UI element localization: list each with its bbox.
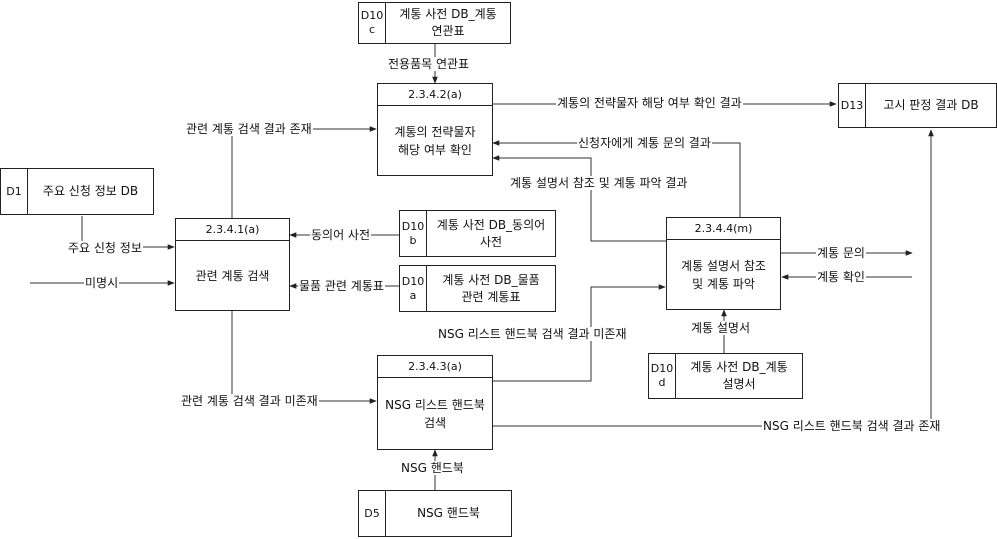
flow-ref-result-line	[492, 155, 666, 242]
datastore-name: 고시 판정 결과 DB	[883, 98, 979, 112]
flow-label-notfound: 관련 계통 검색 결과 미존재	[180, 394, 319, 408]
datastore-id: D10 b	[400, 211, 427, 256]
flow-label-nsg-notfound: NSG 리스트 핸드북 검색 결과 미존재	[437, 327, 628, 341]
flow-label-item-sys: 물품 관련 계통표	[298, 279, 385, 293]
flow-notfound-line	[231, 311, 377, 404]
process-name: 관련 계통 검색	[195, 268, 270, 283]
flow-label-synonym: 동의어 사전	[310, 228, 372, 242]
flow-label-main-info: 주요 신청 정보	[67, 241, 143, 255]
datastore-d10b: D10 b 계통 사전 DB_동의어 사전	[399, 210, 556, 257]
flow-label-found: 관련 계통 검색 결과 존재	[185, 122, 313, 136]
flow-label-desc: 계통 설명서	[690, 321, 752, 335]
datastore-id: D10 d	[649, 354, 676, 398]
datastore-name: 주요 신청 정보 DB	[42, 184, 139, 198]
flow-found-line	[231, 126, 377, 218]
process-id: 2.3.4.1(a)	[176, 219, 289, 241]
process-name: NSG 리스트 핸드북 검색	[385, 397, 485, 430]
process-2342: 2.3.4.2(a) 계통의 전략물자 해당 여부 확인	[377, 83, 493, 176]
datastore-id: D10 c	[359, 3, 386, 43]
flow-label-confirm: 계통 확인	[816, 270, 866, 284]
process-id: 2.3.4.4(m)	[667, 218, 780, 240]
datastore-id: D5	[359, 491, 386, 536]
datastore-id: D1	[1, 169, 28, 214]
process-id: 2.3.4.2(a)	[378, 84, 492, 106]
flow-label-strategic-result: 계통의 전략물자 해당 여부 확인 결과	[556, 96, 743, 110]
datastore-d13: D13 고시 판정 결과 DB	[838, 83, 997, 128]
process-2343: 2.3.4.3(a) NSG 리스트 핸드북 검색	[377, 355, 493, 450]
datastore-name: 계통 사전 DB_물품 관련 계통표	[442, 272, 540, 304]
flow-label-inquiry-result: 신청자에게 계통 문의 결과	[577, 136, 712, 150]
flow-label-ref-result: 계통 설명서 참조 및 계통 파악 결과	[509, 176, 689, 190]
datastore-d10d: D10 d 계통 사전 DB_계통 설명서	[648, 353, 803, 399]
datastore-d10c: D10 c 계통 사전 DB_계통 연관표	[358, 2, 511, 44]
process-name: 계통 설명서 참조 및 계통 파악	[681, 258, 766, 291]
datastore-d5: D5 NSG 핸드북	[358, 490, 512, 537]
datastore-d1: D1 주요 신청 정보 DB	[0, 168, 154, 215]
flow-label-handbook: NSG 핸드북	[400, 461, 465, 475]
datastore-name: NSG 핸드북	[417, 506, 480, 520]
datastore-id: D13	[839, 84, 866, 127]
datastore-d10a: D10 a 계통 사전 DB_물품 관련 계통표	[399, 265, 556, 312]
flow-label-unnamed: 미명시	[84, 276, 120, 290]
datastore-name: 계통 사전 DB_계통 연관표	[399, 7, 497, 38]
flow-label-inquiry: 계통 문의	[816, 246, 866, 260]
datastore-id: D10 a	[400, 266, 427, 311]
process-id: 2.3.4.3(a)	[378, 356, 492, 378]
datastore-name: 계통 사전 DB_계통 설명서	[690, 360, 788, 391]
flow-inquiry-result-line	[492, 140, 741, 217]
process-name: 계통의 전략물자 해당 여부 확인	[394, 124, 476, 157]
process-2341: 2.3.4.1(a) 관련 계통 검색	[175, 218, 290, 311]
flow-label-assoc: 전용품목 연관표	[387, 57, 471, 71]
flow-label-nsg-found: NSG 리스트 핸드북 검색 결과 존재	[762, 419, 942, 433]
datastore-name: 계통 사전 DB_동의어 사전	[436, 217, 546, 249]
process-2344: 2.3.4.4(m) 계통 설명서 참조 및 계통 파악	[666, 217, 781, 310]
